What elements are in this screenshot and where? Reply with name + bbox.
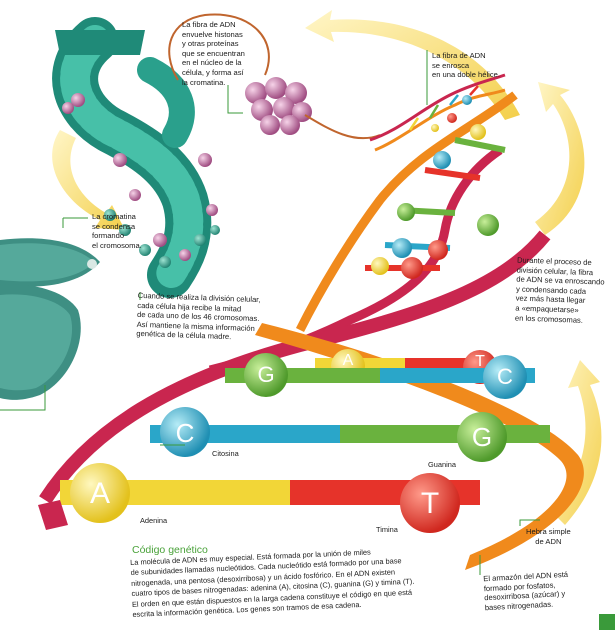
arrow-right-upper: [535, 82, 584, 235]
page-corner-marker: [599, 614, 615, 630]
label-adenina: Adenina: [140, 516, 167, 525]
label-citosina: Citosina: [212, 449, 239, 458]
note-division: Cuando se realiza la división celular,ca…: [136, 291, 260, 343]
letter-t-big: T: [410, 487, 450, 521]
letter-g-upper: G: [246, 362, 286, 388]
letter-c-lower: C: [165, 418, 205, 449]
chromosome: [0, 238, 100, 400]
letter-c-upper: C: [485, 364, 525, 390]
helix-backbone: [45, 235, 584, 570]
label-timina: Timina: [376, 525, 398, 534]
letter-a-small: A: [328, 352, 368, 370]
letter-a-big: A: [80, 477, 120, 511]
letter-g-lower: G: [462, 422, 502, 453]
label-guanina: Guanina: [428, 460, 456, 469]
